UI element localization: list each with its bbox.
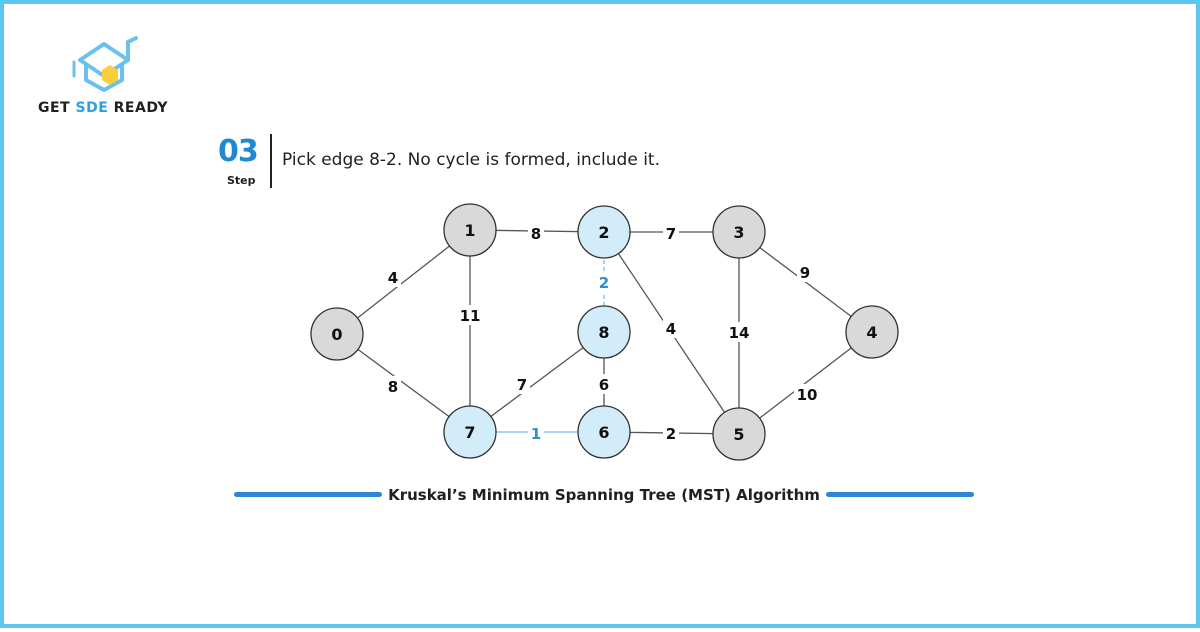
diagram-title: Kruskal’s Minimum Spanning Tree (MST) Al… <box>4 484 1200 504</box>
node-6 <box>577 405 631 459</box>
diagram-title-text: Kruskal’s Minimum Spanning Tree (MST) Al… <box>388 485 820 504</box>
node-label-0: 0 <box>331 325 342 344</box>
edge-label-bg-2-3 <box>663 223 679 243</box>
node-label-8: 8 <box>598 323 609 342</box>
edge-weight-6-7: 1 <box>531 425 541 443</box>
edge-weight-0-7: 8 <box>388 378 398 396</box>
edge-weight-7-8: 7 <box>517 376 527 394</box>
step-divider <box>270 134 272 188</box>
edge-label-bg-1-7 <box>457 305 483 325</box>
step-number: 03 <box>218 134 259 169</box>
edge-label-bg-0-7 <box>385 376 401 396</box>
edge-label-bg-2-8 <box>596 272 612 292</box>
node-5 <box>712 407 766 461</box>
brand-name: GET SDE READY <box>38 100 169 116</box>
edge-weight-1-2: 8 <box>531 225 541 243</box>
graph-diagram: 4 8 8 11 7 2 4 9 14 10 2 1 6 7 0 1 2 3 4 5 6 7 8 <box>310 203 899 461</box>
title-underline-right <box>825 492 974 497</box>
step-instruction: Pick edge 8-2. No cycle is formed, inclu… <box>282 150 661 170</box>
edge-weight-0-1: 4 <box>388 269 398 287</box>
edge-weight-5-6: 2 <box>666 425 676 443</box>
edge-label-bg-1-2 <box>528 223 544 243</box>
edge-0-1 <box>336 229 471 335</box>
edge-weight-3-5: 14 <box>729 324 750 342</box>
edge-label-bg-5-6 <box>663 423 679 443</box>
node-7 <box>443 405 497 459</box>
edge-weight-3-4: 9 <box>800 264 810 282</box>
node-8 <box>577 305 631 359</box>
node-4 <box>845 305 899 359</box>
edge-label-bg-3-5 <box>726 322 752 342</box>
node-1 <box>443 203 497 257</box>
node-label-5: 5 <box>733 425 744 444</box>
edge-weight-2-5: 4 <box>666 320 676 338</box>
step-indicator: 03 Step <box>218 134 278 190</box>
node-0 <box>310 307 364 361</box>
edge-label-bg-6-8 <box>596 374 612 394</box>
graduation-cap-icon <box>72 36 138 92</box>
brand-logo: GET SDE READY <box>38 32 183 122</box>
edge-weight-2-3: 7 <box>666 225 676 243</box>
node-label-3: 3 <box>733 223 744 242</box>
edge-0-7 <box>336 333 471 433</box>
edge-7-8 <box>469 331 605 433</box>
edge-4-5 <box>738 331 873 435</box>
edge-label-bg-6-7 <box>528 423 544 443</box>
edge-label-bg-4-5 <box>794 384 820 404</box>
edge-label-bg-2-5 <box>663 318 679 338</box>
node-3 <box>712 205 766 259</box>
title-underline-left <box>234 492 383 497</box>
node-label-6: 6 <box>598 423 609 442</box>
node-label-2: 2 <box>598 223 609 242</box>
edge-weight-6-8: 6 <box>599 376 609 394</box>
edge-weight-4-5: 10 <box>797 386 818 404</box>
step-label: Step <box>227 174 256 187</box>
edge-label-bg-7-8 <box>514 374 530 394</box>
node-label-4: 4 <box>866 323 877 342</box>
edge-label-bg-0-1 <box>385 267 401 287</box>
node-label-1: 1 <box>464 221 475 240</box>
edge-weight-2-8: 2 <box>599 274 609 292</box>
edge-weight-1-7: 11 <box>460 307 481 325</box>
node-2 <box>577 205 631 259</box>
node-label-7: 7 <box>464 423 475 442</box>
edge-label-bg-3-4 <box>797 262 813 282</box>
